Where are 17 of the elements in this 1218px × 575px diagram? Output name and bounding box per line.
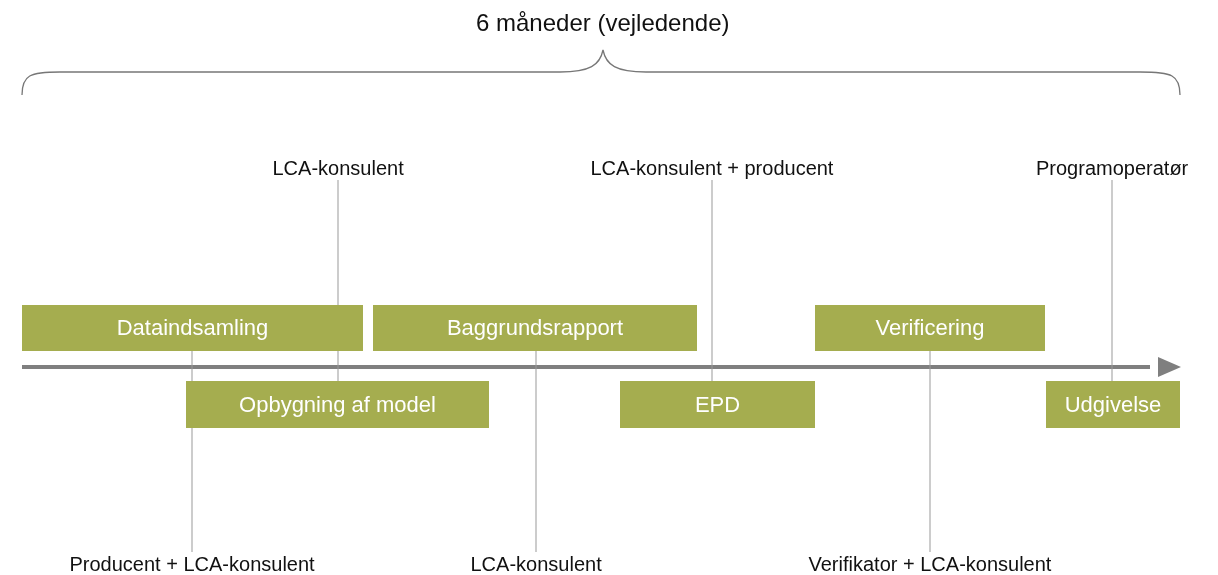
role-label: Programoperatør xyxy=(1036,156,1189,180)
duration-title: 6 måneder (vejledende) xyxy=(476,9,730,37)
role-label: LCA-konsulent xyxy=(470,552,602,575)
phase-box: Opbygning af model xyxy=(186,381,489,428)
role-label: LCA-konsulent xyxy=(272,156,404,180)
role-label: Verifikator + LCA-konsulent xyxy=(808,552,1052,575)
phase-box: EPD xyxy=(620,381,815,428)
phase-box: Baggrundsrapport xyxy=(373,305,697,351)
leader-line xyxy=(1111,179,1113,382)
role-label: LCA-konsulent + producent xyxy=(590,156,834,180)
phase-box: Udgivelse xyxy=(1046,381,1180,428)
phase-box: Dataindsamling xyxy=(22,305,363,351)
leader-line xyxy=(929,350,931,553)
role-label: Producent + LCA-konsulent xyxy=(69,552,315,575)
leader-line xyxy=(711,179,713,382)
leader-line xyxy=(535,350,537,553)
phase-box: Verificering xyxy=(815,305,1045,351)
